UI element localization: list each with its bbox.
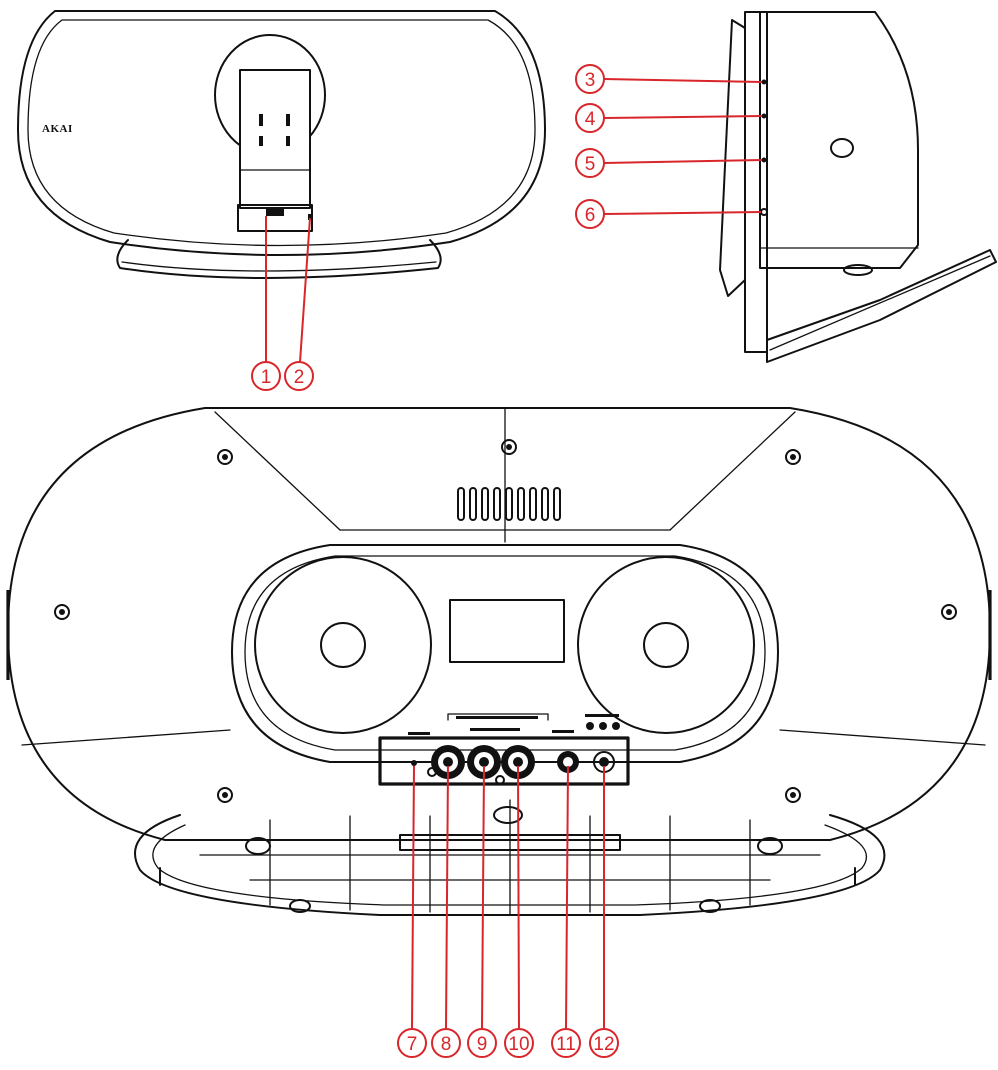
brand-logo: AKAI	[42, 123, 73, 135]
svg-text:2: 2	[294, 367, 305, 388]
callout-6: 6	[575, 199, 605, 229]
svg-text:1: 1	[261, 367, 272, 388]
side-stand	[766, 249, 997, 363]
back-stand	[134, 799, 886, 916]
fm-label-bar	[408, 732, 430, 735]
back-panel-line-bl	[21, 729, 231, 746]
stand-edge-left-right	[159, 867, 856, 886]
bracket-text-1	[456, 716, 538, 719]
stand-foot-1	[245, 837, 271, 855]
stand-outer	[134, 814, 886, 916]
callout-3: 3	[575, 64, 605, 94]
dock-clip-left	[259, 114, 263, 126]
side-button-4	[760, 208, 768, 216]
svg-text:6: 6	[585, 205, 596, 226]
back-panel-line-br	[779, 729, 986, 746]
stand-ribs-vertical	[269, 799, 751, 916]
callout-4: 4	[575, 103, 605, 133]
stand-foot-4	[699, 899, 721, 913]
callout-12: 12	[589, 1028, 619, 1058]
label-plate	[449, 599, 565, 663]
left-speaker-ring	[254, 556, 432, 734]
back-view	[6, 407, 992, 916]
svg-text:4: 4	[585, 109, 596, 130]
dock-clip-right	[286, 114, 290, 126]
side-button-1	[761, 79, 767, 85]
jack-plate	[378, 736, 630, 786]
front-body-inner	[27, 19, 536, 247]
side-stand-edge	[769, 255, 991, 351]
callout-5: 5	[575, 148, 605, 178]
fm-antenna-socket	[411, 760, 417, 766]
svg-text:8: 8	[441, 1034, 452, 1055]
front-view: AKAI	[17, 10, 546, 279]
front-stand-edge	[121, 261, 437, 272]
stand-foot-2	[757, 837, 783, 855]
right-speaker-hub	[643, 622, 689, 668]
callouts: 1 2 3 4 5 6	[251, 64, 763, 1058]
small-jack-front	[308, 214, 312, 220]
dock-clip-left-2	[259, 136, 263, 146]
connector-panel	[378, 713, 630, 786]
dock-arm	[239, 69, 311, 209]
side-front-panel	[744, 11, 768, 353]
small-screw-2	[495, 775, 505, 785]
callout-2: 2	[284, 361, 314, 391]
callout-1: 1	[251, 361, 281, 391]
left-speaker-hub	[320, 622, 366, 668]
callout-11: 11	[551, 1028, 581, 1058]
side-button-2	[761, 113, 767, 119]
side-dock-arm	[719, 19, 746, 297]
back-panel-line-tr	[669, 411, 796, 531]
bracket-label	[447, 713, 549, 721]
bracket-text-2	[470, 728, 520, 731]
svg-text:7: 7	[407, 1034, 418, 1055]
aux-label-bar	[552, 730, 574, 733]
usb-port-front	[266, 208, 284, 216]
right-speaker-ring	[577, 556, 755, 734]
speaker-panel-inner	[244, 555, 766, 751]
svg-text:5: 5	[585, 154, 596, 175]
front-body-outer	[17, 10, 546, 256]
side-body	[747, 11, 919, 269]
vent-slots	[457, 487, 561, 521]
side-foot-hole	[843, 264, 873, 276]
svg-text:3: 3	[585, 70, 596, 91]
back-panel-line-tl	[214, 411, 341, 531]
svg-text:11: 11	[556, 1034, 576, 1055]
stand-pivot	[493, 806, 523, 824]
side-button-3	[761, 157, 767, 163]
svg-text:12: 12	[593, 1034, 614, 1055]
svg-text:10: 10	[508, 1034, 529, 1055]
callout-8: 8	[431, 1028, 461, 1058]
screws	[54, 439, 957, 803]
stand-foot-3	[289, 899, 311, 913]
callout-7: 7	[397, 1028, 427, 1058]
callout-10: 10	[504, 1028, 534, 1058]
svg-text:9: 9	[477, 1034, 488, 1055]
side-view	[719, 11, 997, 363]
speaker-panel	[231, 544, 779, 763]
side-knob	[830, 138, 854, 158]
dc-label-bar	[585, 714, 619, 717]
callout-9: 9	[467, 1028, 497, 1058]
back-body-outer	[7, 407, 991, 841]
stand-center-block	[399, 834, 621, 851]
dock-clip-right-2	[286, 136, 290, 146]
front-stand	[116, 239, 442, 279]
stand-ribs-horizontal	[199, 854, 821, 881]
